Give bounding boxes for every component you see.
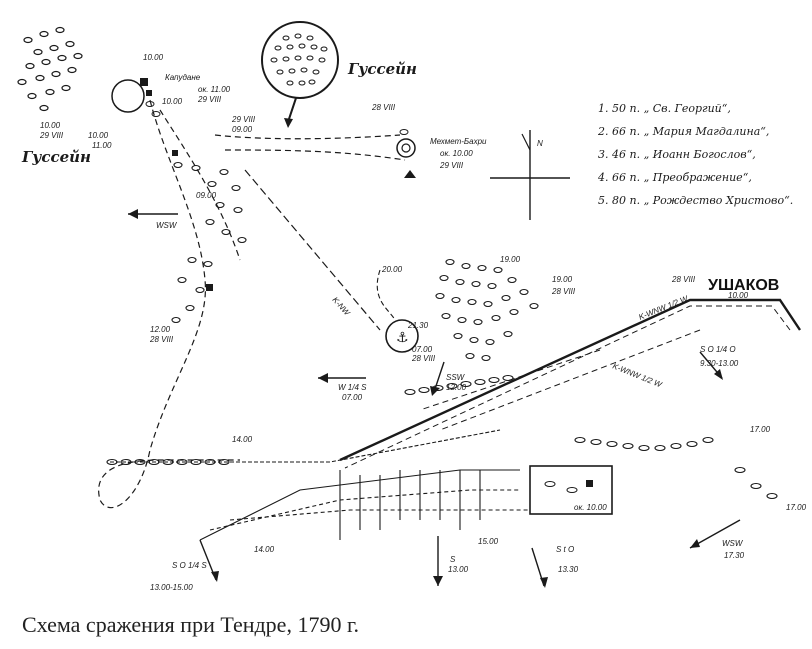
time-label: 12.00 [150, 325, 171, 334]
time-label: 20.00 [381, 265, 403, 274]
wind-label: S O 1/4 O [700, 345, 736, 354]
wind-arrow-ssw: SSW 12.00 [430, 361, 467, 396]
wind-label: WSW [722, 539, 744, 548]
wind-time: 17.30 [724, 551, 745, 560]
time-label: 09.00 [232, 125, 253, 134]
date-label: 28 VIII [551, 287, 576, 296]
time-label: 10.00 [728, 291, 749, 300]
time-label: 17.00 [750, 425, 771, 434]
legend-item: 5. 80 п. „ Рождество Христово“. [598, 194, 793, 207]
date-label: 28 VIII [671, 275, 696, 284]
date-label: 28 VIII [149, 335, 174, 344]
time-label: 21.30 [407, 321, 429, 330]
legend-item: 4. 66 п. „ Преображение“, [597, 171, 752, 184]
wind-label: S t O [556, 545, 574, 554]
wind-arrow-s-t-o: S t O 13.30 [531, 545, 579, 588]
wind-label: S [450, 555, 456, 564]
commander-label-left: Гуссейн [21, 148, 91, 166]
map-caption: Схема сражения при Тендре, 1790 г. [22, 612, 359, 637]
mekhmet-time: ок. 10.00 [440, 149, 473, 158]
wind-label: S O 1/4 S [172, 561, 207, 570]
wind-label: SSW [446, 373, 466, 382]
time-label: 10.00 [162, 97, 183, 106]
time-label: 09.00 [196, 191, 217, 200]
course-label: K-NW [331, 295, 353, 318]
commander-label-russian: УШАКОВ [708, 277, 779, 294]
wind-arrow-wsw-bottom: WSW 17.30 [689, 519, 745, 560]
wind-arrow-so-o: S O 1/4 O 9.30-13.00 [699, 345, 739, 380]
battle-map: 10.00 29 VIII Гуссейн Гуссейн 10.00 Капу… [17, 21, 807, 592]
north-label: N [537, 139, 543, 148]
time-label: 19.00 [500, 255, 521, 264]
flagship-marker [172, 150, 178, 156]
wind-arrow-w-s: W 1/4 S 07.00 [318, 373, 367, 402]
russian-fleet-line: УШАКОВ 28 VIII 10.00 K-WNW 1/2 W K-WNW 1… [339, 275, 801, 469]
time-label: 10.00 [143, 53, 164, 62]
course-knw: K-NW [244, 169, 381, 331]
wind-arrow-wsw-top: WSW [128, 209, 178, 230]
turkish-fleet-cluster-left [17, 26, 83, 112]
time-label: 17.00 [786, 503, 807, 512]
ship-legend: 1. 50 п. „ Св. Георгий“, 2. 66 п. „ Мари… [597, 102, 793, 207]
course-label: K-WNW 1/2 W [637, 293, 690, 321]
anchor-icon: ⚓ [396, 330, 409, 346]
anchor-position: ⚓ [376, 269, 419, 353]
wind-label: WSW [156, 221, 178, 230]
mekhmet-label: Мехмет-Бахри [430, 137, 487, 146]
time-label: 14.00 [232, 435, 253, 444]
date-label: 28 VIII [411, 354, 436, 363]
captured-ship-box: ок. 10.00 [529, 465, 613, 515]
time-label: ок. 10.00 [574, 503, 607, 512]
wind-time: 07.00 [342, 393, 363, 402]
wind-time: 13.30 [558, 565, 579, 574]
time-label: 10.00 [40, 121, 61, 130]
mekhmet-position [396, 129, 416, 178]
wind-time: 13.00 [448, 565, 469, 574]
wind-time: 13.00-15.00 [150, 583, 193, 592]
time-label: 11.00 [92, 141, 112, 150]
flagship-marker [206, 284, 213, 291]
time-label: 07.00 [412, 345, 433, 354]
turkish-main-fleet-circle [261, 21, 339, 128]
time-label: 10.00 [88, 131, 109, 140]
wind-time: 12.00 [446, 383, 467, 392]
wind-arrow-so-s: S O 1/4 S 13.00-15.00 [150, 539, 219, 592]
time-label: 28 VIII [371, 103, 396, 112]
kapudane-date: 29 VIII [197, 95, 222, 104]
turkish-fleet-cluster-center [435, 258, 539, 362]
kapudane-label: Капудане [165, 73, 201, 82]
legend-item: 3. 46 п. „ Иоанн Богослов“, [598, 148, 756, 161]
turkish-chain-lower [106, 429, 530, 541]
russian-ships-line [404, 374, 778, 500]
wind-label: W 1/4 S [338, 383, 367, 392]
course-label: K-WNW 1/2 W [611, 362, 664, 390]
compass-cross: N [490, 130, 570, 220]
mekhmet-date: 29 VIII [439, 161, 464, 170]
date-label: 29 VIII [39, 131, 64, 140]
turkish-ships-descent [171, 161, 247, 324]
turkish-track-main [98, 99, 406, 509]
commander-label-main: Гуссейн [347, 60, 417, 78]
wind-time: 9.30-13.00 [700, 359, 739, 368]
time-label: 19.00 [552, 275, 573, 284]
time-label: 15.00 [478, 537, 499, 546]
time-label: 14.00 [254, 545, 275, 554]
legend-item: 2. 66 п. „ Мария Магдалина“, [597, 125, 769, 138]
wind-arrow-s: S 13.00 [433, 536, 469, 586]
legend-item: 1. 50 п. „ Св. Георгий“, [598, 102, 731, 115]
kapudane-position [111, 78, 161, 117]
time-label: 29 VIII [231, 115, 256, 124]
kapudane-time: ок. 11.00 [198, 85, 231, 94]
